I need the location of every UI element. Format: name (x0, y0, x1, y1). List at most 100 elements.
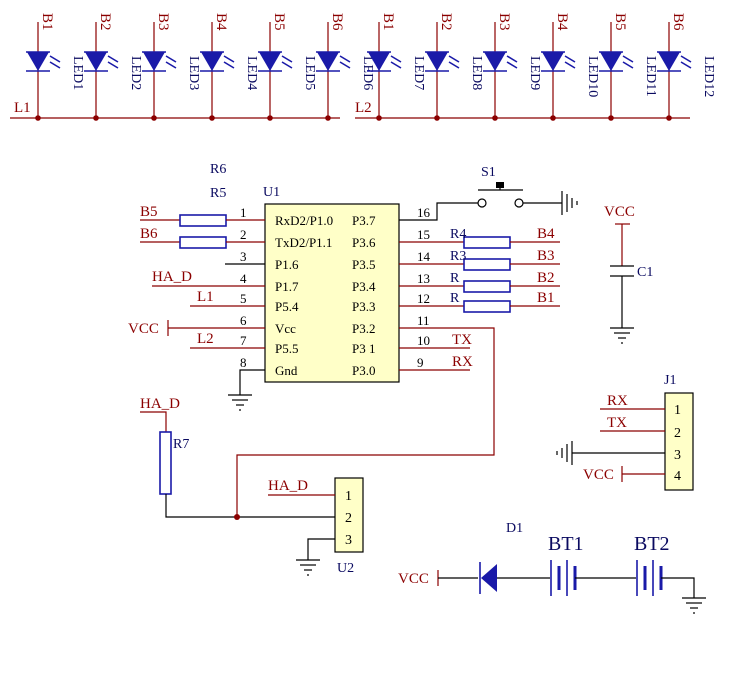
u1-pin-number: 14 (417, 249, 431, 264)
u1-refdes: U1 (263, 185, 280, 200)
net-ha-d-r7: HA_D (140, 396, 180, 412)
j1-refdes: J1 (664, 373, 676, 388)
net-b5: B5 (140, 204, 158, 220)
u1-left-nets: R6 R5 B5 B6 HA_D L1 VCC L2 (128, 162, 265, 411)
u1-pin-number: 1 (240, 205, 247, 220)
u1-pin-name: P3 1 (352, 341, 375, 356)
u1-pin-name: P1.6 (275, 257, 299, 272)
u1-pin-number: 11 (417, 313, 430, 328)
u1-pin-name: P5.5 (275, 341, 298, 356)
net-tx-u1: TX (452, 332, 472, 348)
led-label: LED12 (701, 56, 716, 97)
u1-pin-name: Gnd (275, 363, 298, 378)
junction-dot (209, 115, 215, 121)
junction-dot (608, 115, 614, 121)
u1-pin-name: Vcc (275, 321, 296, 336)
battery-icon (550, 560, 577, 596)
right-resistor-net: B4 (537, 226, 555, 242)
u1-pin-number: 15 (417, 227, 430, 242)
bt1-label: BT1 (548, 533, 584, 555)
right-resistor-net: B3 (537, 248, 555, 264)
rail-l1-label: L1 (14, 100, 31, 116)
led-anode-net: B2 (438, 13, 454, 31)
u1-pin-name: P3.7 (352, 213, 376, 228)
led-anode-net: B3 (496, 13, 512, 31)
net-vcc-c1: VCC (604, 204, 635, 220)
led-label: LED3 (186, 56, 201, 90)
right-resistor-net: B2 (537, 270, 555, 286)
led-anode-net: B4 (213, 13, 229, 31)
u1-pin-name: TxD2/P1.1 (275, 235, 332, 250)
u1-pin-number: 3 (240, 249, 247, 264)
ground-icon (296, 559, 320, 576)
u1-pin-number: 8 (240, 355, 247, 370)
ground-icon (682, 597, 706, 614)
connector-j1: J1 1 2 3 4 RX TX VCC (556, 373, 694, 491)
junction-dot (151, 115, 157, 121)
u2-pin-1: 1 (345, 489, 352, 504)
junction-dot (267, 115, 273, 121)
u1-body (264, 203, 400, 383)
j1-pin-1: 1 (674, 403, 681, 418)
u1-pin-number: 10 (417, 333, 430, 348)
power-section: D1 BT1 BT2 VCC (398, 521, 706, 614)
led-label: LED6 (360, 56, 375, 90)
led-anode-net: B6 (329, 13, 345, 31)
ground-icon (561, 191, 578, 215)
net-vcc-j1: VCC (583, 467, 614, 483)
u1-pin-name: P3.2 (352, 321, 375, 336)
u1-pin-number: 16 (417, 205, 431, 220)
right-resistor-label: R3 (450, 249, 466, 264)
u1-pin-number: 5 (240, 291, 247, 306)
net-vcc-power: VCC (398, 571, 429, 587)
wire-p32-ha-d (236, 327, 495, 517)
u2-pin-3: 3 (345, 533, 352, 548)
u1-pin-number: 4 (240, 271, 247, 286)
u1-chip: U1 1RxD2/P1.02TxD2/P1.13P1.64P1.75P5.46V… (240, 185, 431, 383)
junction-dot (550, 115, 556, 121)
ground-icon (228, 394, 252, 411)
led-anode-net: B3 (155, 13, 171, 31)
led-anode-net: B1 (39, 13, 55, 31)
u1-pin-name: P3.3 (352, 299, 375, 314)
battery-icon (636, 560, 663, 596)
led-label: LED1 (70, 56, 85, 90)
led-label: LED10 (585, 56, 600, 97)
u1-pin-number: 6 (240, 313, 247, 328)
led-label: LED5 (302, 56, 317, 90)
junction-dot (35, 115, 41, 121)
led-label: LED7 (411, 56, 426, 90)
c1-label: C1 (637, 265, 653, 280)
u1-pin-number: 9 (417, 355, 424, 370)
sensor-section: HA_D R7 1 2 3 U2 HA_D (140, 396, 364, 576)
u1-pin-name: RxD2/P1.0 (275, 213, 333, 228)
led-anode-net: B5 (271, 13, 287, 31)
u1-pin-name: P5.4 (275, 299, 299, 314)
net-b6: B6 (140, 226, 158, 242)
j1-pin-3: 3 (674, 448, 681, 463)
junction-dot (376, 115, 382, 121)
net-l1-u1: L1 (197, 289, 214, 305)
led-anode-net: B2 (97, 13, 113, 31)
bt2-label: BT2 (634, 533, 670, 555)
rail-l2-label: L2 (355, 100, 372, 116)
r5-label: R5 (210, 186, 226, 201)
led-label: LED9 (527, 56, 542, 90)
junction-dot (666, 115, 672, 121)
led-anode-net: B5 (612, 13, 628, 31)
junction-dot (434, 115, 440, 121)
led-label: LED4 (244, 56, 259, 90)
